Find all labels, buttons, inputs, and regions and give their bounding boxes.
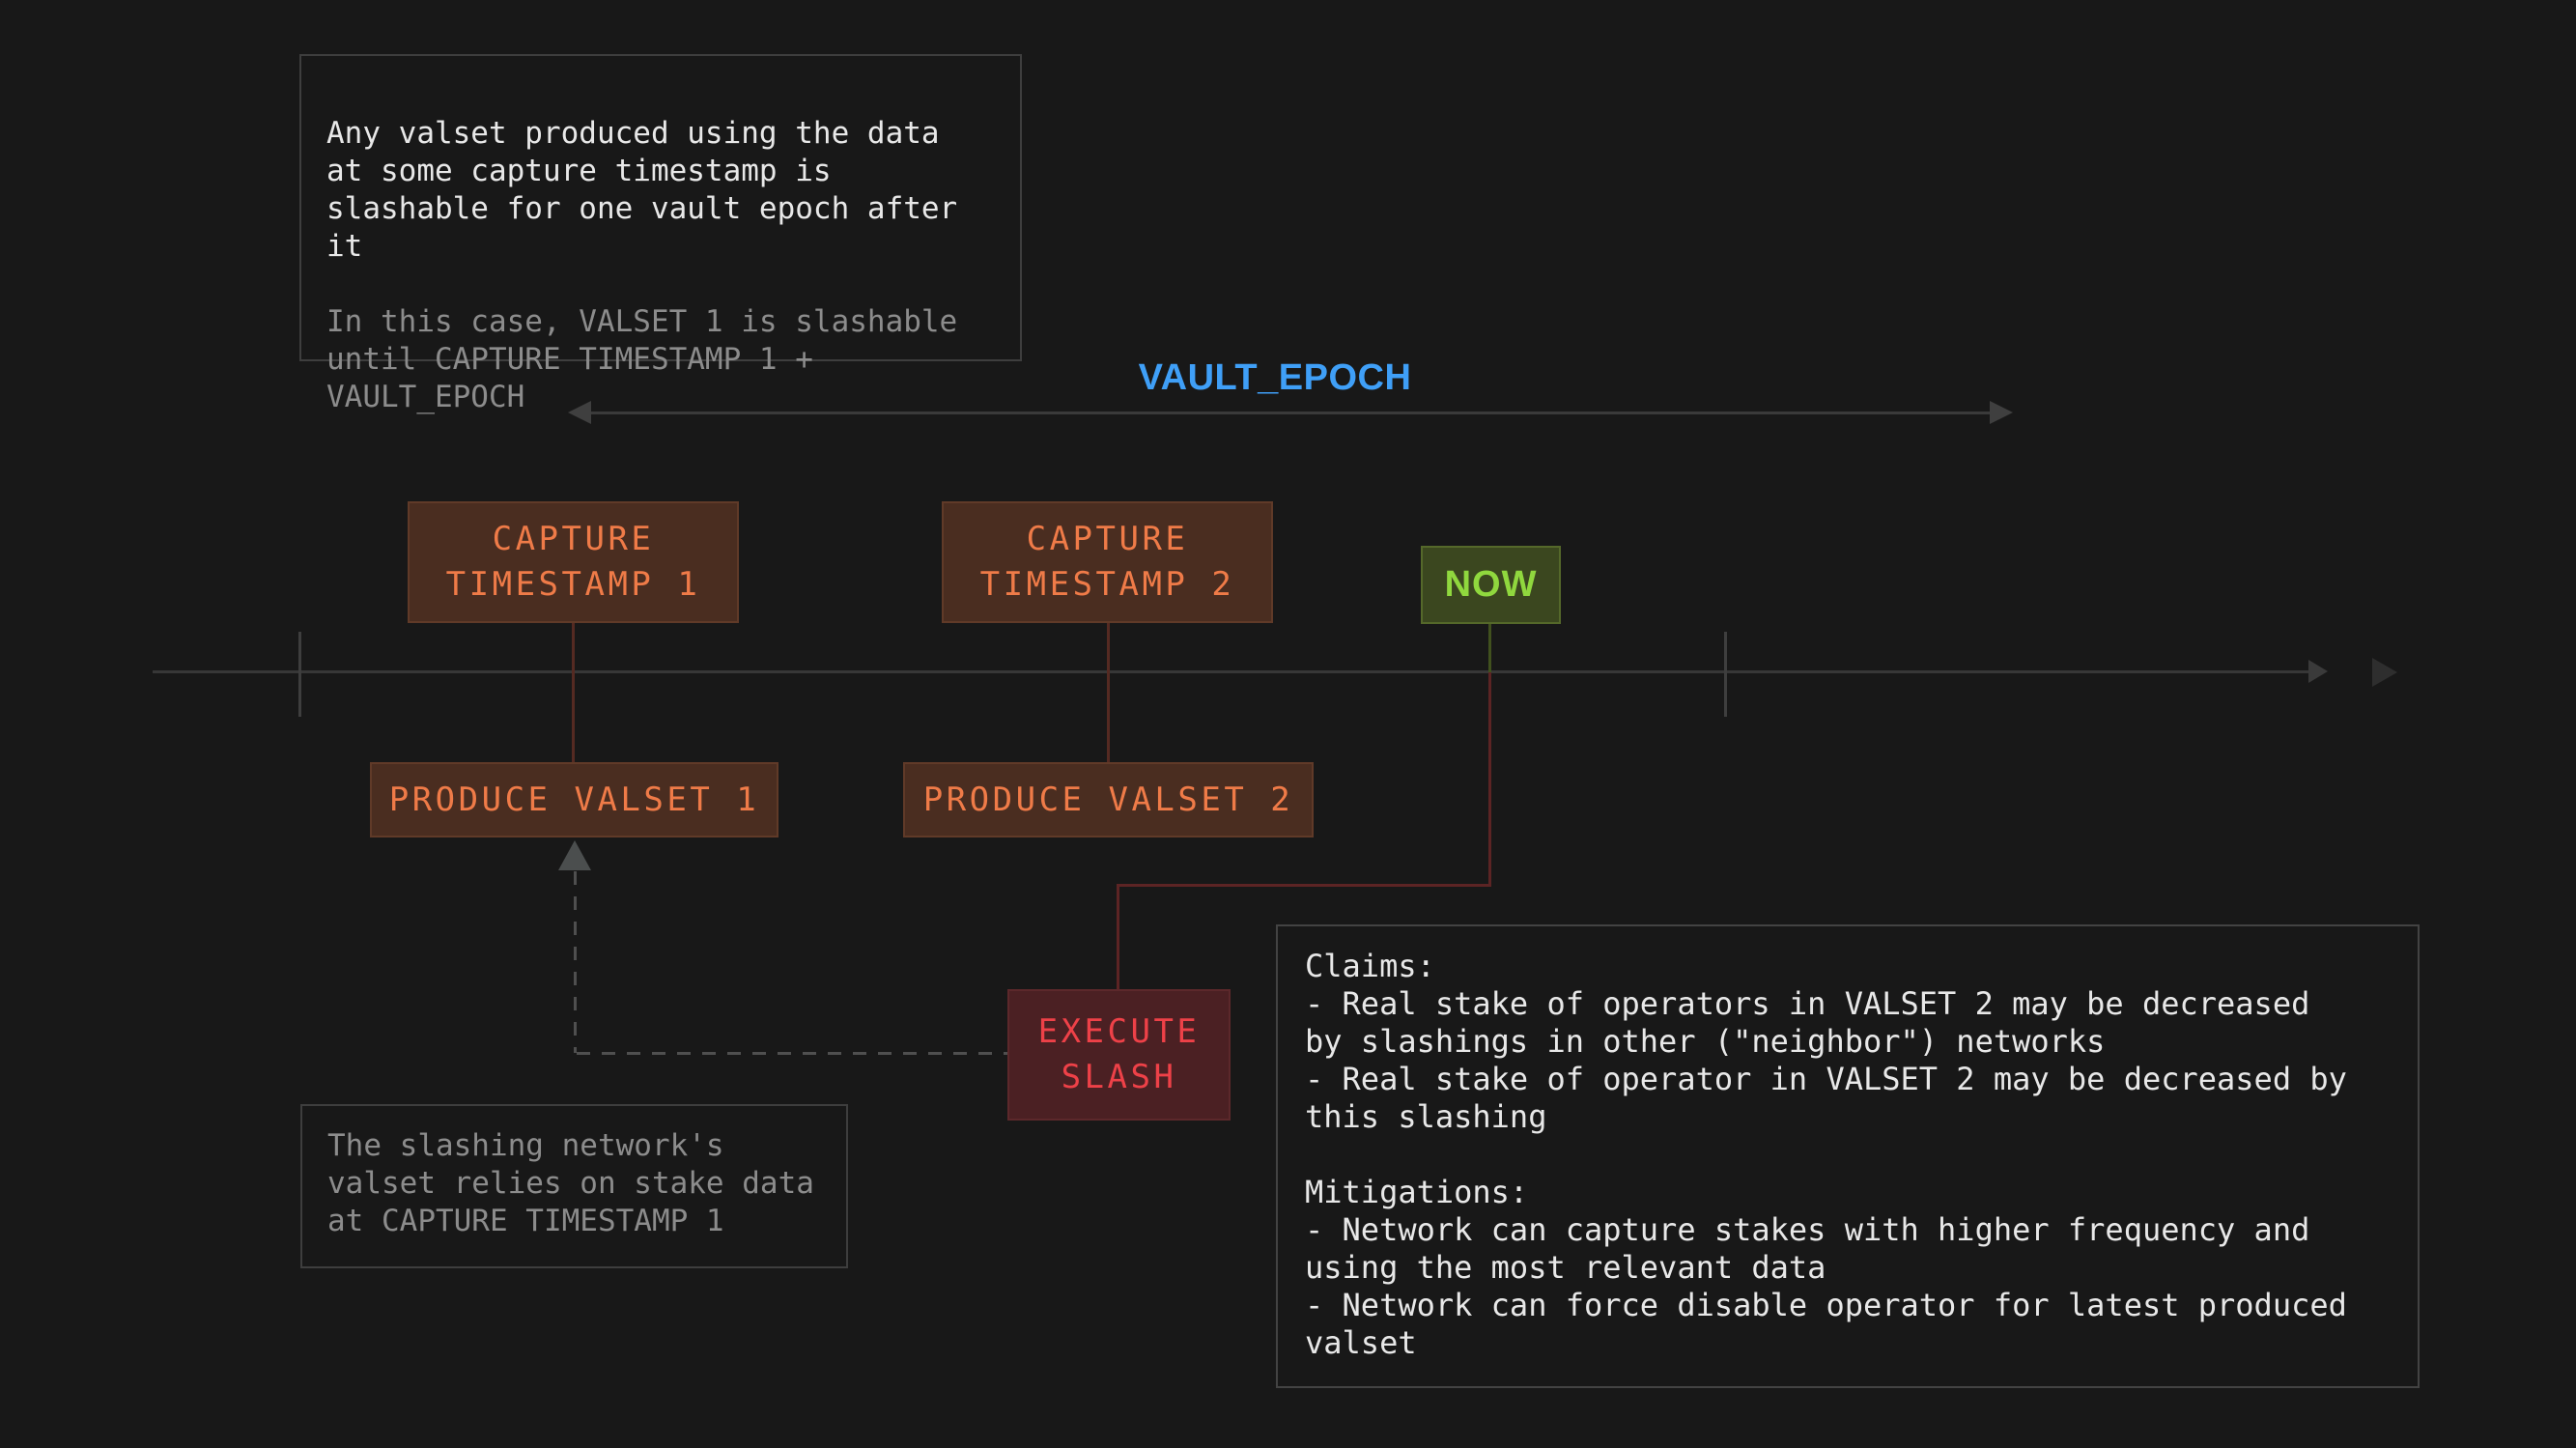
connector-now-to-timeline — [1488, 624, 1491, 672]
node-produce-valset-1: PRODUCE VALSET 1 — [370, 762, 778, 838]
play-triangle-icon — [2372, 658, 2397, 687]
dashed-arrowhead-up-icon — [558, 840, 591, 870]
arrowhead-right-icon — [1990, 401, 2013, 424]
note-slashable-rule-secondary: In this case, VALSET 1 is slashable unti… — [326, 304, 958, 414]
connector-now-down — [1488, 672, 1491, 887]
arrowhead-left-icon — [568, 401, 591, 424]
dashed-connector-vertical — [574, 871, 577, 1053]
timeline-axis — [153, 670, 2310, 673]
timeline-arrowhead-icon — [2308, 660, 2328, 683]
dashed-connector-horizontal — [577, 1052, 1007, 1055]
vault-epoch-label: VAULT_EPOCH — [1138, 357, 1412, 398]
timeline-tick-1 — [298, 632, 301, 717]
node-execute-slash: EXECUTE SLASH — [1007, 989, 1231, 1121]
connector-now-to-slash-horizontal — [1117, 884, 1491, 887]
note-slashable-rule-primary: Any valset produced using the data at so… — [326, 116, 958, 264]
node-produce-valset-2: PRODUCE VALSET 2 — [903, 762, 1314, 838]
vault-epoch-span-line — [589, 412, 1992, 414]
note-stake-data: The slashing network's valset relies on … — [300, 1104, 848, 1268]
connector-slash-vertical — [1117, 884, 1119, 992]
node-now: NOW — [1421, 546, 1561, 624]
node-capture-timestamp-1: CAPTURE TIMESTAMP 1 — [408, 501, 739, 623]
note-slashable-rule: Any valset produced using the data at so… — [299, 54, 1022, 414]
node-capture-timestamp-2: CAPTURE TIMESTAMP 2 — [942, 501, 1273, 623]
note-claims-mitigations: Claims: - Real stake of operators in VAL… — [1276, 924, 2420, 1388]
connector-capture1-valset1 — [572, 623, 575, 762]
connector-capture2-valset2 — [1107, 623, 1110, 762]
timeline-tick-2 — [1724, 632, 1727, 717]
